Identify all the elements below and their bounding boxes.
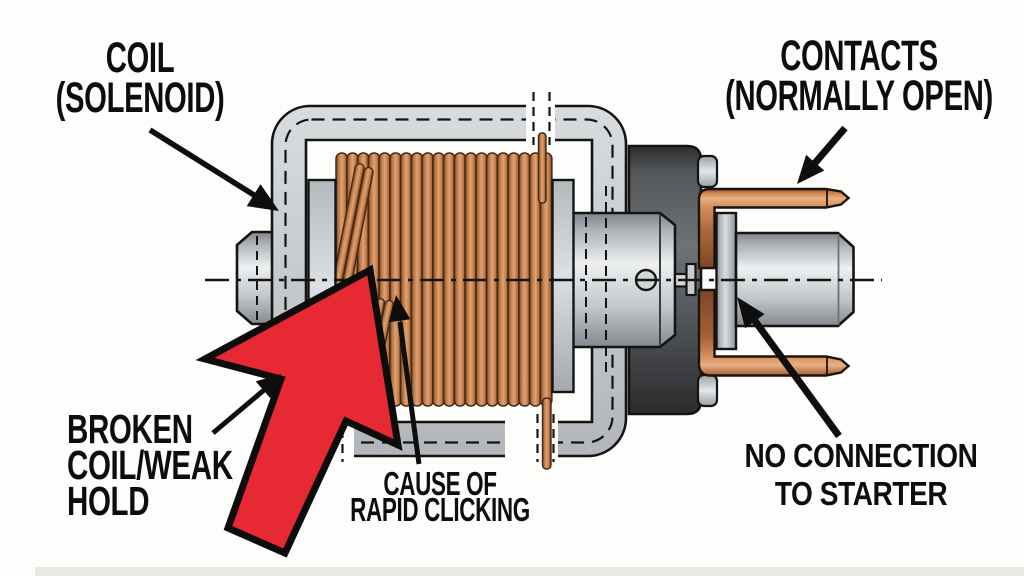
contacts-callout-arrow: [797, 125, 848, 184]
red-fault-arrow: [195, 264, 403, 558]
coil-label-line2: (SOLENOID): [55, 74, 225, 122]
broken-coil-strand-upper: [331, 163, 374, 291]
plunger-rear-stub: [235, 230, 276, 326]
no-connection-label-line2: TO STARTER: [774, 475, 948, 512]
cause-label: CAUSE OF RAPID CLICKING: [350, 465, 530, 528]
cause-label-line1: CAUSE OF: [383, 465, 497, 502]
broken-label-line3: HOLD: [67, 478, 150, 524]
starter-terminal-shaft: [734, 231, 855, 328]
broken-label-line2: COIL/WEAK: [67, 442, 233, 488]
contact-terminal-upper: [697, 187, 851, 270]
no-connection-label: NO CONNECTION TO STARTER: [745, 437, 978, 513]
page-edge-smudge: [35, 567, 1024, 576]
coil-label-line1: COIL: [105, 34, 175, 82]
broken-coil-label: BROKEN COIL/WEAK HOLD: [67, 406, 233, 524]
plunger-hidden-edges: [585, 186, 607, 372]
terminal-bolt-top: [696, 154, 719, 189]
broken-label-line1: BROKEN: [67, 406, 193, 452]
coil-lead-top: [537, 132, 547, 204]
coil-solenoid-label: COIL (SOLENOID): [55, 34, 225, 122]
broken-coil-callout-arrow: [211, 374, 281, 435]
contact-terminal-lower: [697, 288, 851, 377]
cause-callout-arrow: [388, 295, 422, 465]
no-connection-callout-arrow: [737, 297, 842, 439]
contacts-label-line1: CONTACTS: [780, 32, 938, 80]
coil-lead-bottom: [541, 397, 552, 470]
cause-label-line2: RAPID CLICKING: [350, 491, 530, 528]
bobbin-right-flange: [551, 178, 575, 394]
contacts-label: CONTACTS (NORMALLY OPEN): [725, 32, 993, 120]
coil-callout-arrow: [148, 127, 279, 211]
contacts-label-line2: (NORMALLY OPEN): [725, 72, 993, 120]
terminal-bolt-bottom: [696, 373, 719, 408]
no-connection-label-line1: NO CONNECTION: [744, 437, 978, 474]
